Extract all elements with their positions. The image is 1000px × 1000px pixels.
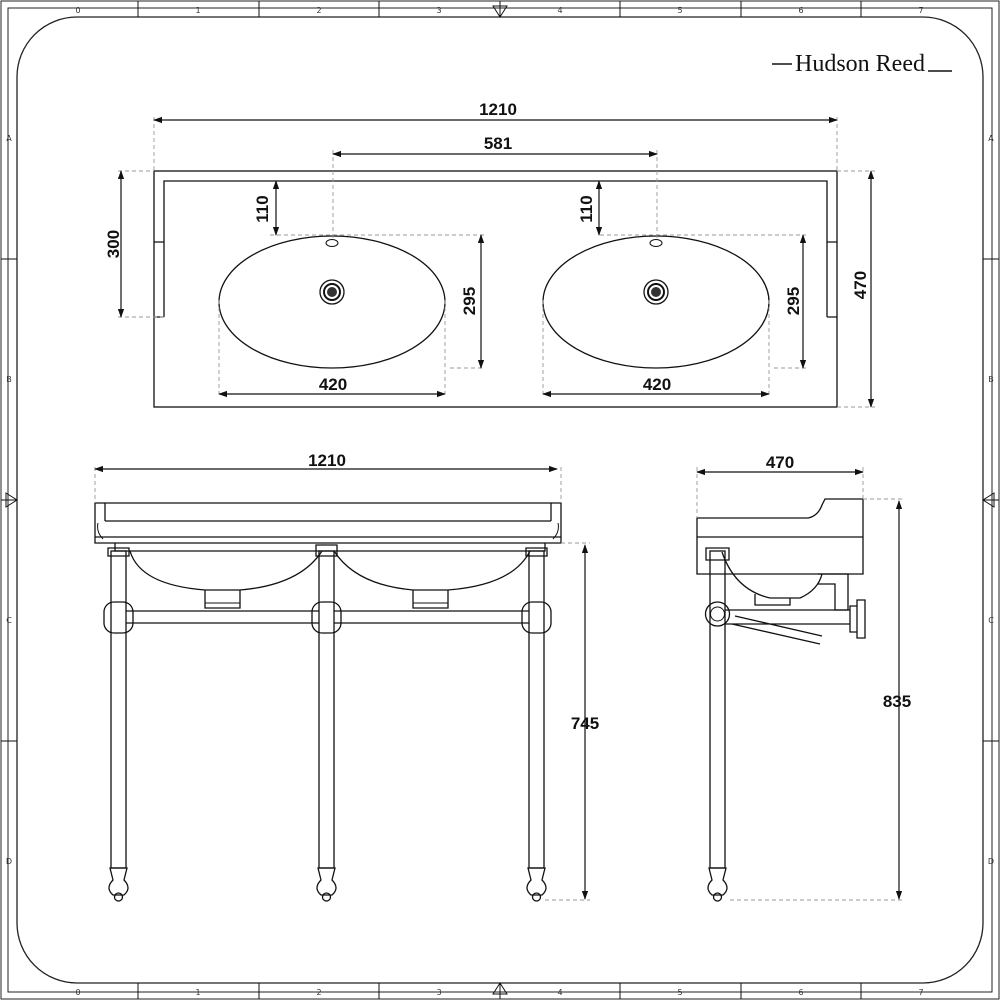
grid-col-label: 2	[316, 988, 321, 997]
right-tap-hole	[649, 239, 663, 247]
top-view-depth-label: 470	[851, 271, 870, 299]
top-view-width-label: 1210	[479, 100, 517, 119]
right-basin-depth-label: 295	[784, 287, 803, 315]
grid-col-label: 7	[918, 988, 923, 997]
left-basin	[218, 235, 446, 369]
grid-col-label: 5	[677, 6, 682, 15]
front-towel-rail	[126, 610, 529, 624]
side-view-countertop	[696, 498, 864, 575]
rail-joint-left	[103, 601, 134, 634]
grid-col-label: 3	[436, 988, 441, 997]
leg-height-label: 745	[571, 714, 599, 733]
grid-row-label: D	[6, 857, 12, 866]
overall-height-label: 835	[883, 692, 911, 711]
grid-row-label: C	[6, 616, 12, 625]
right-tap-offset-label: 110	[577, 195, 596, 222]
grid-col-label: 6	[798, 6, 803, 15]
rail-joint-centre	[311, 601, 342, 634]
grid-col-label: 3	[436, 6, 441, 15]
top-view-countertop	[153, 170, 838, 408]
front-left-leg	[107, 547, 130, 902]
brand-name: Hudson Reed	[795, 51, 925, 77]
back-depth-label: 300	[104, 230, 123, 258]
grid-row-label: C	[988, 616, 994, 625]
grid-row-labels-right: A B C D	[988, 134, 994, 866]
grid-col-label: 4	[557, 6, 562, 15]
grid-column-labels-bottom: 0 1 2 3 4 5 6 7	[75, 988, 923, 997]
grid-col-label: 0	[75, 988, 80, 997]
grid-row-label: A	[988, 134, 994, 143]
grid-column-labels-top: 0 1 2 3 4 5 6 7	[75, 6, 923, 15]
top-view: 1210 581 300 470 110 110 295 295 420 420	[104, 100, 875, 408]
right-basin-width-label: 420	[643, 375, 671, 394]
left-basin-depth-label: 295	[460, 287, 479, 315]
front-view-width-label: 1210	[308, 451, 346, 470]
grid-row-label: D	[988, 857, 994, 866]
rail-joint-right	[521, 601, 552, 634]
front-right-leg	[525, 547, 548, 902]
grid-col-label: 6	[798, 988, 803, 997]
left-basin-width-label: 420	[319, 375, 347, 394]
brand-logo: Hudson Reed	[772, 51, 952, 77]
side-view: 470 835	[696, 453, 911, 902]
front-centre-leg	[315, 544, 338, 902]
wall-plate	[849, 599, 866, 639]
grid-row-label: B	[988, 375, 994, 384]
right-waste-icon	[643, 279, 669, 305]
waste-trap	[818, 573, 849, 611]
grid-col-label: 7	[918, 6, 923, 15]
left-tap-offset-label: 110	[253, 195, 272, 222]
grid-col-label: 2	[316, 6, 321, 15]
left-waste-icon	[319, 279, 345, 305]
side-leg	[704, 547, 731, 902]
grid-row-label: A	[6, 134, 12, 143]
grid-col-label: 1	[195, 988, 200, 997]
grid-col-label: 0	[75, 6, 80, 15]
grid-row-labels-left: A B C D	[6, 134, 12, 866]
grid-col-label: 4	[557, 988, 562, 997]
right-basin	[542, 235, 770, 369]
basin-centres-label: 581	[484, 134, 512, 153]
grid-row-label: B	[6, 375, 12, 384]
side-view-depth-label: 470	[766, 453, 794, 472]
front-view: 1210 745	[94, 451, 599, 902]
wall-bracket	[725, 609, 850, 645]
left-tap-hole	[325, 239, 339, 247]
grid-col-label: 5	[677, 988, 682, 997]
grid-col-label: 1	[195, 6, 200, 15]
